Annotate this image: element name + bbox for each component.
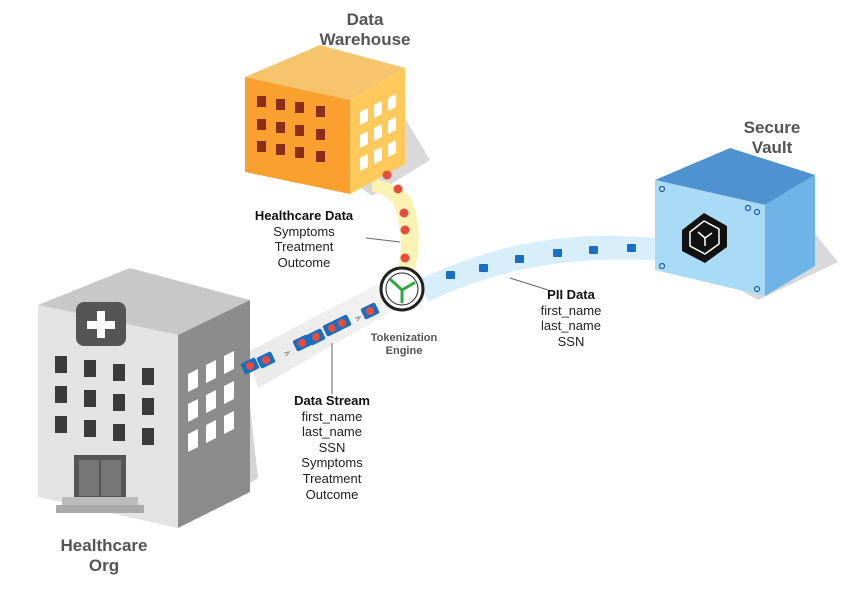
caption-item: Outcome [305,486,359,502]
clock-icon [379,266,425,312]
hospital-top [38,268,250,335]
pii-data-title: PII Data [547,287,595,302]
token-icon [553,249,562,257]
caption-item: Symptoms [273,223,335,239]
token-icon [627,244,636,252]
heart-icon [399,208,409,218]
data-stream-packets [240,302,380,375]
warehouse-building-icon [245,45,405,194]
data-stream-caption: Data Stream first_name last_name SSN Sym… [280,393,384,502]
heart-icon [360,302,380,320]
warehouse-top [245,45,405,100]
pii-data-caption: PII Data first_name last_name SSN [525,287,617,349]
healthcare-packets [382,170,410,263]
vault-title: Secure Vault [743,118,801,158]
heart-icon [393,184,403,194]
hospital-title: Healthcare Org [60,536,148,576]
healthcare-data-caption: Healthcare Data Symptoms Treatment Outco… [240,208,368,270]
caption-item: last_name [302,424,362,440]
heart-icon [400,253,410,263]
token-icon [446,271,455,279]
arrow-icon [283,351,291,357]
caption-item: SSN [557,333,585,349]
data-stream-title: Data Stream [294,393,370,408]
caption-item: SSN [318,439,346,455]
caption-item: Symptoms [301,455,363,471]
vault-box [655,148,815,296]
healthcare-data-title: Healthcare Data [254,208,354,223]
heart-icon [256,351,276,369]
heart-icon [332,314,352,332]
pii-packets [446,244,636,279]
caption-item: Treatment [302,470,362,486]
warehouse-title: Data Warehouse [319,10,411,50]
healthcare-leader [365,237,401,243]
caption-item: Treatment [274,239,334,255]
caption-item: Outcome [277,254,331,270]
heart-icon [382,170,392,180]
heart-icon [292,334,312,352]
pii-stream-lane [418,235,692,302]
caption-item: first_name [301,408,363,424]
token-icon [479,264,488,272]
vault-side [765,175,815,296]
token-icon [589,246,598,254]
heart-icon [240,357,260,375]
hospital-front [38,305,178,528]
caption-item: last_name [541,318,601,334]
arrow-icon [354,316,362,322]
heart-icon [306,328,326,346]
caption-item: first_name [540,302,602,318]
heart-icon [400,225,410,235]
shield-icon [682,213,727,263]
vault-top [655,148,815,205]
pii-leader [509,277,549,291]
hospital-icon [38,268,250,528]
token-icon [515,255,524,263]
engine-label: Tokenization Engine [370,332,438,358]
